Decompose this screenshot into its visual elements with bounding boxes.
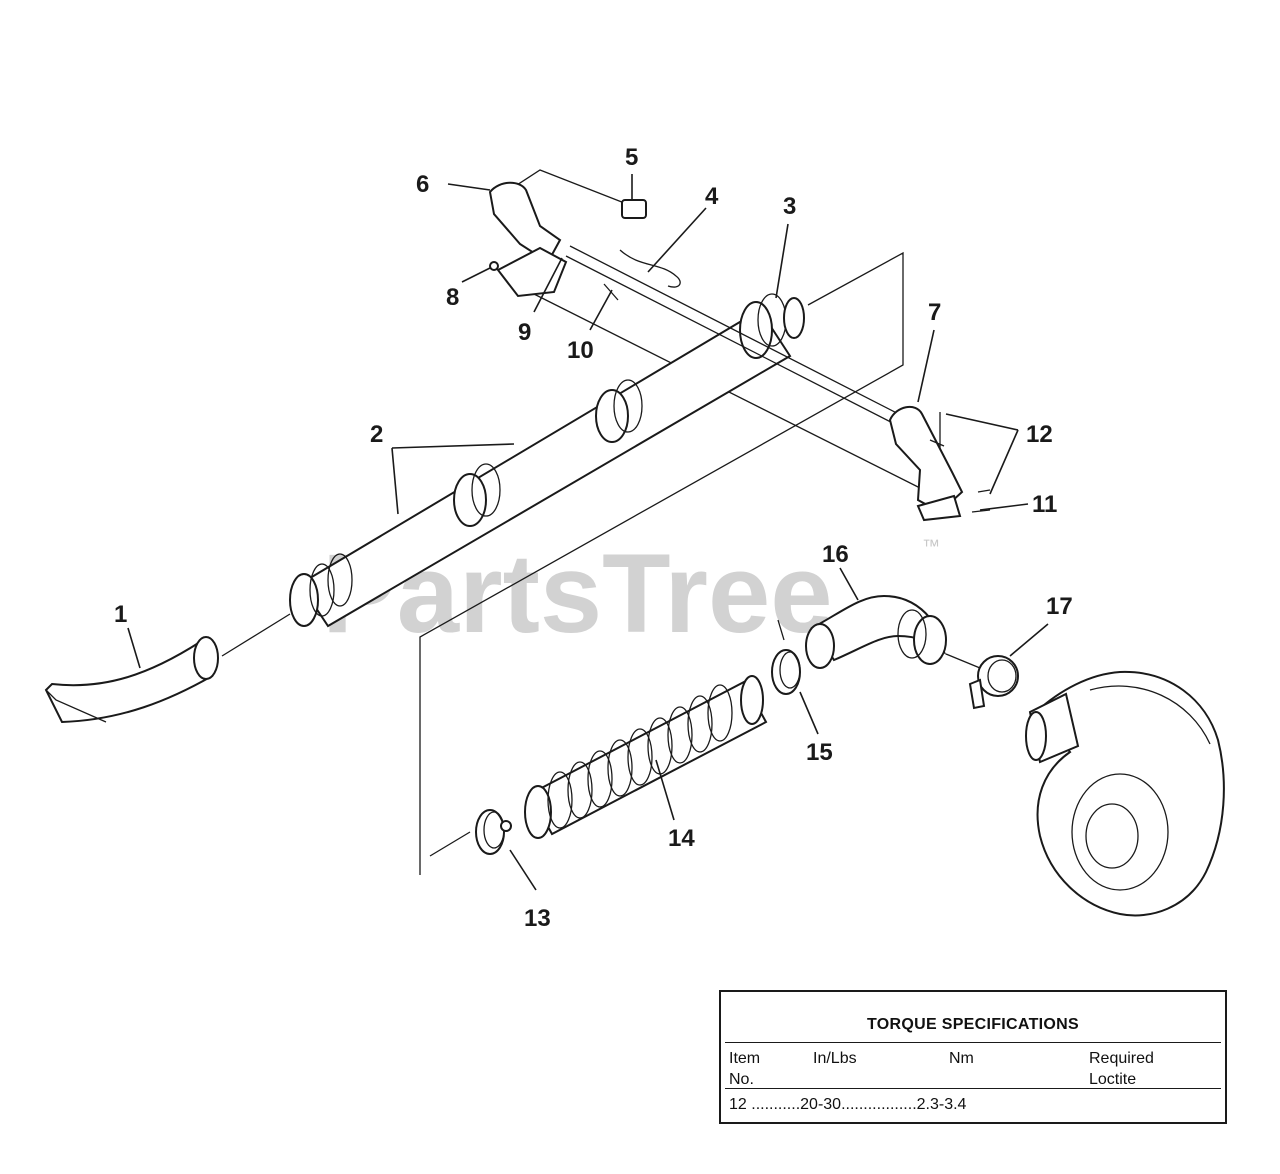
callout-17: 17 <box>1046 593 1073 620</box>
table-row: 12 ...........20-30.................2.3-… <box>729 1096 967 1113</box>
part-2-blower-tubes <box>289 308 792 628</box>
callout-8: 8 <box>446 284 459 311</box>
callout-15: 15 <box>806 739 833 766</box>
header-required-loctite: Required Loctite <box>1089 1050 1154 1088</box>
callout-3: 3 <box>783 193 796 220</box>
callout-11: 11 <box>1032 491 1057 518</box>
callout-4: 4 <box>705 183 719 210</box>
callout-14: 14 <box>668 825 695 852</box>
callout-labels: 1 2 3 4 5 6 7 8 9 10 11 12 13 14 15 16 1… <box>114 144 1073 932</box>
part-3-tube-end <box>739 293 805 359</box>
watermark-trademark: ™ <box>922 536 940 556</box>
part-17-clamp <box>945 653 1019 710</box>
blower-housing <box>1025 670 1225 917</box>
part-15-clamp <box>771 619 801 695</box>
part-16-elbow <box>805 594 947 669</box>
leader-lines <box>127 174 1049 891</box>
callout-13: 13 <box>524 905 551 932</box>
table-divider <box>725 1042 1221 1043</box>
callout-2: 2 <box>370 421 383 448</box>
part-13-clamp <box>475 809 512 855</box>
handle-assembly <box>488 181 991 522</box>
table-divider <box>725 1088 1221 1089</box>
callout-6: 6 <box>416 171 429 198</box>
callout-9: 9 <box>518 319 531 346</box>
header-item-no: Item No. <box>729 1050 761 1088</box>
callout-7: 7 <box>928 299 941 326</box>
part-14-flex-hose <box>429 675 768 857</box>
header-in-lbs: In/Lbs <box>813 1050 857 1067</box>
torque-table-title: TORQUE SPECIFICATIONS <box>867 1016 1079 1033</box>
callout-10: 10 <box>567 337 594 364</box>
callout-5: 5 <box>625 144 638 171</box>
callout-16: 16 <box>822 541 849 568</box>
callout-1: 1 <box>114 601 127 628</box>
torque-specifications-table: TORQUE SPECIFICATIONS Item No. In/Lbs Nm… <box>719 990 1227 1124</box>
header-nm: Nm <box>949 1050 974 1067</box>
callout-12: 12 <box>1026 421 1053 448</box>
part-1-nozzle <box>44 613 291 724</box>
